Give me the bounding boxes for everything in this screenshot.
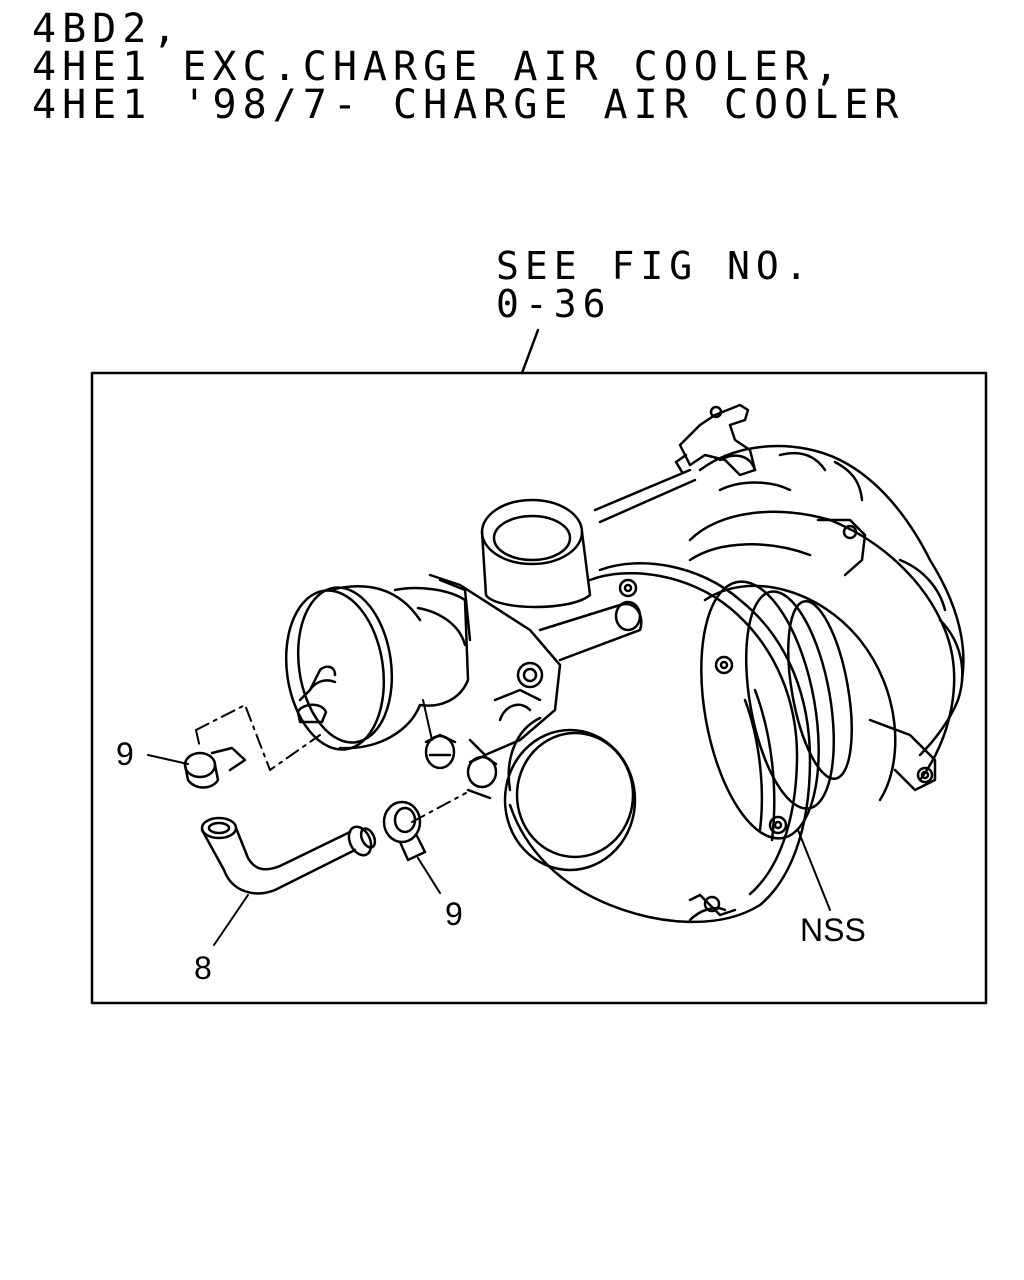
diagram-frame [90,371,988,1005]
reference-leader-line [520,328,540,375]
turbocharger-assembly [284,403,965,924]
see-figure-number: 0-36 [496,282,612,326]
callout-hose: 8 [194,950,212,986]
diagram-title: 4BD2, 4HE1 EXC.CHARGE AIR COOLER, 4HE1 '… [32,6,905,128]
callout-leader-clamp-lower [417,857,441,894]
hose-clamp-lower [382,800,427,862]
callout-leader-hose [213,894,249,946]
callout-turbo-nss: NSS [800,912,866,948]
callout-clamp-upper: 9 [116,736,134,772]
callout-leader-turbo [797,829,831,911]
callout-leader-clamp-upper [147,754,189,765]
hose-clamp-upper [183,746,247,789]
see-figure-reference: SEE FIG NO. 0-36 [496,247,814,323]
title-line-3: 4HE1 '98/7- CHARGE AIR COOLER [32,82,905,128]
bolt-leader [422,699,433,741]
title-line-1: 4BD2, [32,6,183,52]
assembly-dash-lines [195,704,467,823]
callout-clamp-lower: 9 [445,896,463,932]
vacuum-hose [200,816,377,895]
title-line-2: 4HE1 EXC.CHARGE AIR COOLER, [32,44,845,90]
see-figure-label: SEE FIG NO. [496,244,814,288]
